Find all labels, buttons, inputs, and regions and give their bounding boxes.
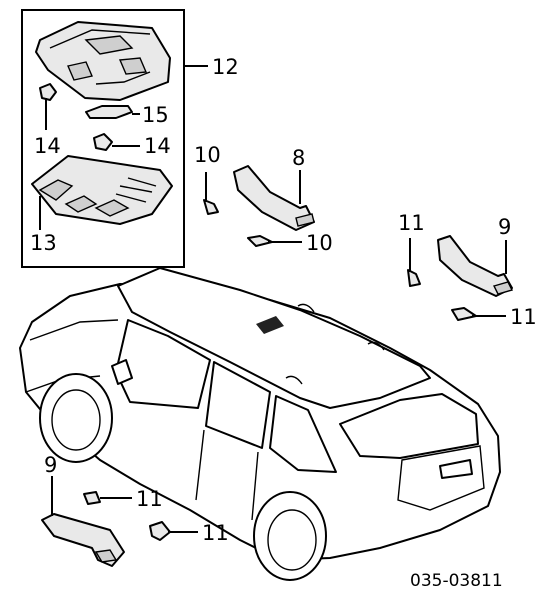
roof-lamp-location bbox=[256, 316, 284, 334]
vehicle-outline bbox=[19, 267, 501, 581]
inset-frame bbox=[21, 9, 185, 268]
callout-9-right: 9 bbox=[498, 215, 511, 239]
clip-11-bottom-lower bbox=[149, 521, 171, 541]
bulb bbox=[85, 105, 133, 119]
assist-grip-9-right bbox=[437, 235, 514, 297]
assist-grip-9-left bbox=[41, 513, 125, 567]
callout-9-left: 9 bbox=[44, 453, 57, 477]
callout-8: 8 bbox=[292, 146, 305, 170]
callout-11-lower-right: 11 bbox=[510, 305, 537, 329]
reference-code: 035-03811 bbox=[410, 571, 503, 591]
callout-14-right: 14 bbox=[144, 134, 171, 158]
callout-15: 15 bbox=[142, 103, 169, 127]
callout-11-bottom-upper: 11 bbox=[136, 487, 163, 511]
clip-11-upper-right bbox=[407, 269, 421, 287]
callout-10-lower: 10 bbox=[306, 231, 333, 255]
map-lamp-housing bbox=[35, 21, 171, 101]
socket-right bbox=[93, 133, 113, 151]
lens-cover bbox=[31, 155, 173, 225]
clip-11-bottom-upper bbox=[83, 491, 101, 505]
callout-14-left: 14 bbox=[34, 134, 61, 158]
callout-12: 12 bbox=[212, 55, 239, 79]
clip-10-upper bbox=[203, 199, 219, 215]
socket-left bbox=[39, 83, 57, 101]
callout-10-upper: 10 bbox=[194, 143, 221, 167]
assist-grip-8 bbox=[233, 165, 315, 231]
callout-13: 13 bbox=[30, 231, 57, 255]
clip-11-lower-right bbox=[451, 307, 477, 321]
callout-11-upper-right: 11 bbox=[398, 211, 425, 235]
callout-11-bottom-lower: 11 bbox=[202, 521, 229, 545]
